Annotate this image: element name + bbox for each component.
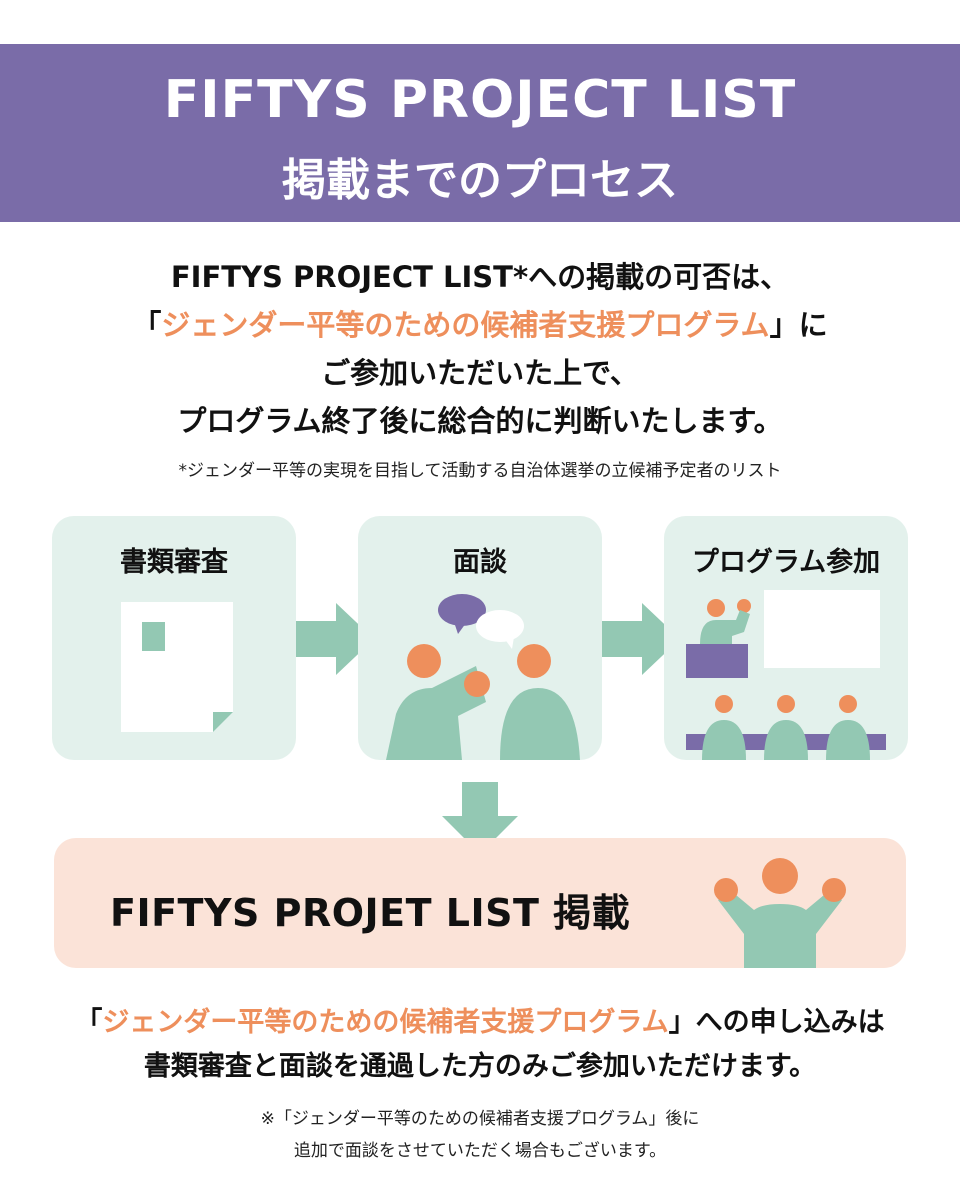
bottom-line-2: 書類審査と面談を通過した方のみご参加いただけます。 bbox=[143, 1051, 817, 1082]
arrow-right-icon bbox=[602, 603, 680, 675]
step-label: 面談 bbox=[453, 547, 507, 578]
footnote: *ジェンダー平等の実現を目指して活動する自治体選挙の立候補予定者のリスト bbox=[178, 461, 782, 481]
celebrating-person-icon bbox=[714, 858, 846, 968]
program-name-highlight: ジェンダー平等のための候補者支援プログラム bbox=[102, 1007, 669, 1038]
bottom-bracket-open: 「 bbox=[75, 1007, 103, 1038]
header-banner: FIFTYS PROJECT LIST 掲載までのプロセス bbox=[0, 44, 960, 222]
step-document-screening: 書類審査 bbox=[52, 516, 296, 760]
header-title: FIFTYS PROJECT LIST bbox=[163, 70, 797, 130]
step-program-participation: プログラム参加 bbox=[664, 516, 908, 760]
interview-people-icon bbox=[386, 594, 580, 760]
document-icon bbox=[121, 602, 233, 732]
intro-bracket-close: 」に bbox=[769, 308, 828, 342]
header-subtitle: 掲載までのプロセス bbox=[282, 155, 678, 206]
intro-line-3: ご参加いただいた上で、 bbox=[321, 356, 639, 390]
arrow-down-icon bbox=[442, 782, 518, 854]
result-label: FIFTYS PROJET LIST 掲載 bbox=[110, 891, 631, 935]
step-label: プログラム参加 bbox=[691, 547, 881, 578]
note-line-1: ※「ジェンダー平等のための候補者支援プログラム」後に bbox=[260, 1109, 700, 1129]
program-name-highlight: ジェンダー平等のための候補者支援プログラム bbox=[161, 308, 770, 342]
step-label: 書類審査 bbox=[120, 547, 228, 578]
bottom-line-1-rest: 」への申し込みは bbox=[668, 1007, 885, 1038]
result-listing: FIFTYS PROJET LIST 掲載 bbox=[54, 838, 906, 968]
intro-line-1: FIFTYS PROJECT LIST*への掲載の可否は、 bbox=[170, 260, 790, 294]
bottom-line-1: 「ジェンダー平等のための候補者支援プログラム」への申し込みは bbox=[0, 1000, 960, 1039]
presentation-audience-icon bbox=[686, 590, 886, 760]
intro-bracket-open: 「 bbox=[132, 308, 162, 342]
intro-line-2: 「ジェンダー平等のための候補者支援プログラム」に bbox=[0, 302, 960, 344]
arrow-right-icon bbox=[296, 603, 374, 675]
step-interview: 面談 bbox=[358, 516, 602, 760]
intro-line-4: プログラム終了後に総合的に判断いたします。 bbox=[177, 404, 783, 438]
note-line-2: 追加で面談をさせていただく場合もございます。 bbox=[293, 1141, 667, 1161]
